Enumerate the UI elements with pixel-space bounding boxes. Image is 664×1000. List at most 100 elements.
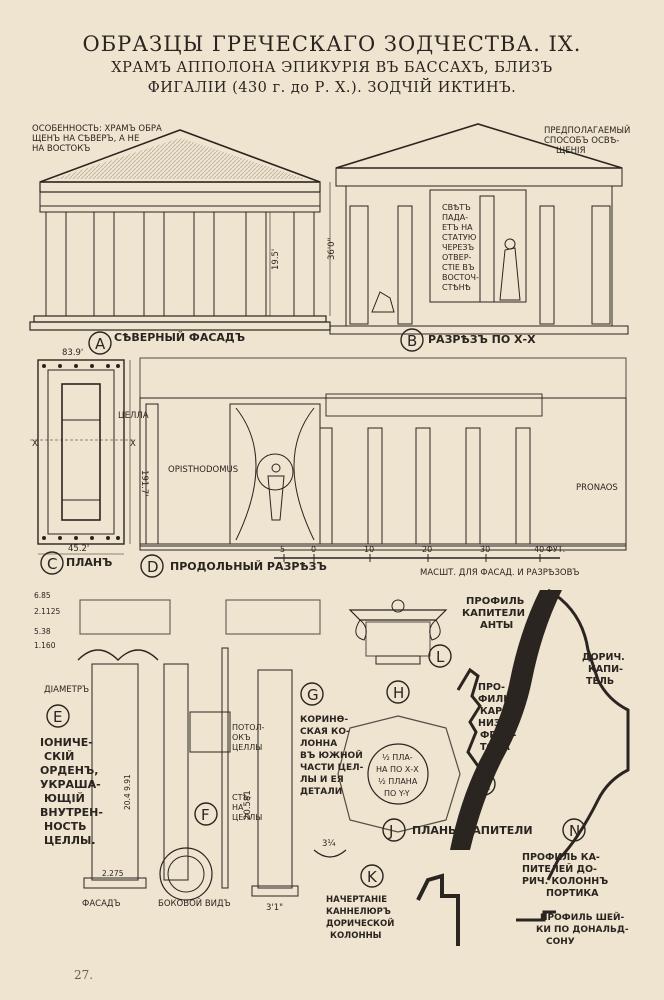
north-facade-caption: СѢВЕРНЫЙ ФАСАДЪ	[114, 331, 245, 344]
marker-k	[360, 864, 384, 888]
marker-a-letter: A	[95, 335, 106, 353]
svg-text:5.38: 5.38	[34, 627, 51, 636]
opisthodomus-label: OPISTHODOMUS	[168, 465, 238, 475]
svg-text:2.275: 2.275	[102, 869, 124, 878]
temple-plan-drawing	[30, 359, 134, 555]
marker-l-letter: L	[436, 648, 445, 666]
svg-text:СТѢ-: СТѢ-	[232, 793, 252, 802]
svg-text:ТЕЛЬ: ТЕЛЬ	[586, 676, 614, 687]
plan-dim-side: 191.7'	[139, 470, 149, 497]
flute-caption: НАЧЕРТАНІЕ КАННЕЛЮРЪ ДОРИЧЕСКОЙ КОЛОННЫ	[326, 895, 394, 941]
svg-text:КАПИ-: КАПИ-	[588, 664, 623, 675]
marker-d	[140, 554, 164, 578]
flute-dim: 3¼	[322, 839, 336, 849]
page-number: 27.	[74, 968, 94, 982]
svg-text:СТѢНѢ: СТѢНѢ	[442, 283, 471, 292]
marker-m	[472, 772, 496, 796]
svg-text:½ ПЛА-: ½ ПЛА-	[382, 753, 413, 762]
diameter-label: ДІАМЕТРЪ	[44, 685, 89, 695]
svg-text:НАЧЕРТАНІЕ: НАЧЕРТАНІЕ	[326, 895, 387, 905]
scale-note: МАСШТ. ДЛЯ ФАСАД. И РАЗРѢЗОВЪ	[420, 568, 580, 578]
svg-text:ВНУТРЕН-: ВНУТРЕН-	[40, 806, 103, 819]
facade-column-dim: 19.5'	[271, 249, 281, 270]
svg-text:ЦЕЛЛЫ.: ЦЕЛЛЫ.	[44, 834, 96, 847]
lighting-note-2: СПОСОБЪ ОСВѢ-	[544, 136, 619, 146]
marker-g-letter: G	[307, 686, 319, 704]
svg-text:СОНУ: СОНУ	[546, 937, 575, 947]
svg-text:ПОРТИКА: ПОРТИКА	[546, 888, 599, 899]
scale-tick-10: 10	[364, 545, 374, 554]
scale-tick-40: 40	[534, 545, 544, 554]
marker-e	[46, 704, 70, 728]
ionic-order-caption: ІОНИЧЕ- СКІЙ ОРДЕНЪ, УКРАША- ЮЩІЙ ВНУТРЕ…	[40, 736, 103, 847]
light-text-block: СВѢТЪ ПАДА- ЕТЪ НА СТАТУЮ ЧЕРЕЗЪ ОТВЕР- …	[442, 203, 479, 292]
section-xx-drawing	[329, 123, 629, 335]
capital-plans-inner: ½ ПЛА- НА ПО Х-Х ½ ПЛАНА ПО Y-Y	[376, 753, 419, 798]
svg-text:СКАЯ КО-: СКАЯ КО-	[300, 727, 350, 737]
svg-text:ОРДЕНЪ,: ОРДЕНЪ,	[40, 764, 98, 777]
svg-text:ФРОН-: ФРОН-	[480, 730, 516, 741]
ionic-dims: 6.85 2.1125 5.38 1.160 20.4 9.91 2.275	[34, 591, 132, 878]
svg-text:ФИЛЬ: ФИЛЬ	[478, 694, 511, 705]
pronaos-label: PRONAOS	[576, 483, 618, 493]
svg-text:ІОНИЧЕ-: ІОНИЧЕ-	[40, 736, 93, 749]
svg-text:ВОСТОЧ-: ВОСТОЧ-	[442, 273, 479, 282]
facade-view-label: ФАСАДЪ	[82, 899, 121, 909]
svg-text:2.1125: 2.1125	[34, 607, 60, 616]
svg-text:ЛЫ И ЕЯ: ЛЫ И ЕЯ	[300, 775, 344, 785]
side-view-label: БОКОВОЙ ВИДЪ	[158, 897, 231, 909]
marker-b-letter: B	[407, 332, 417, 350]
longitudinal-section-caption: ПРОДОЛЬНЫЙ РАЗРѢЗЪ	[170, 560, 327, 573]
facade-height-dim: 36'0"	[327, 237, 337, 260]
marker-d-letter: D	[147, 558, 159, 576]
marker-h-letter: H	[393, 684, 404, 702]
svg-text:НОСТЬ: НОСТЬ	[44, 820, 87, 833]
svg-text:ЧЕРЕЗЪ: ЧЕРЕЗЪ	[442, 243, 475, 252]
lighting-note-1: ПРЕДПОЛАГАЕМЫЙ	[544, 124, 630, 136]
plan-caption: ПЛАНЪ	[66, 556, 112, 569]
svg-text:½ ПЛАНА: ½ ПЛАНА	[378, 777, 418, 786]
svg-text:6.85: 6.85	[34, 591, 51, 600]
svg-text:ЦЕЛЛЫ: ЦЕЛЛЫ	[232, 743, 262, 752]
marker-f	[194, 802, 218, 826]
svg-text:ПРО-: ПРО-	[478, 682, 505, 693]
facade-note-1: ОСОБЕННОСТЬ: ХРАМЪ ОБРА	[32, 124, 162, 134]
svg-text:ПРОФИЛЬ ШЕЙ-: ПРОФИЛЬ ШЕЙ-	[540, 911, 625, 923]
marker-m-letter: M	[478, 776, 491, 794]
marker-e-letter: E	[53, 708, 62, 726]
page-subtitle-line2: ФИГАЛІИ (430 г. до Р. Х.). ЗОДЧІЙ ИКТИНЪ…	[147, 80, 517, 96]
doric-portico-caption: ПРОФИЛЬ КА- ПИТЕЛЕЙ ДО- РИЧ. КОЛОННЪ ПОР…	[522, 852, 608, 899]
scale-tick-0: 0	[311, 545, 316, 554]
scale-tick-5: 5	[280, 545, 285, 554]
svg-text:СТІЕ ВЪ: СТІЕ ВЪ	[442, 263, 475, 272]
corinthian-caption: КОРИНѲ- СКАЯ КО- ЛОННА ВЪ ЮЖНОЙ ЧАСТИ ЦЕ…	[300, 715, 364, 797]
plan-axis-right: X	[130, 439, 136, 449]
svg-text:НА ПО Х-Х: НА ПО Х-Х	[376, 765, 419, 774]
marker-n-letter: N	[569, 822, 580, 840]
svg-text:РИЧ. КОЛОННЪ: РИЧ. КОЛОННЪ	[522, 876, 608, 887]
scale-tick-20: 20	[422, 545, 432, 554]
svg-text:ТОНА: ТОНА	[480, 742, 511, 753]
profiles-drawing	[416, 588, 630, 946]
svg-text:СТАТУЮ: СТАТУЮ	[442, 233, 477, 242]
marker-c-letter: C	[47, 555, 57, 573]
marker-b	[400, 328, 424, 352]
svg-text:ОТВЕР-: ОТВЕР-	[442, 253, 472, 262]
svg-text:ЛОННА: ЛОННА	[300, 739, 337, 749]
corinthian-dim: 20.581	[243, 790, 253, 820]
pediment-cornice-caption: ПРО- ФИЛЬ КАР- НИЗА ФРОН- ТОНА	[478, 682, 516, 753]
svg-text:КОРИНѲ-: КОРИНѲ-	[300, 715, 348, 725]
svg-text:ПАДА-: ПАДА-	[442, 213, 468, 222]
corinthian-bottom-dim: 3'1"	[266, 903, 283, 913]
plan-axis-left: X	[32, 439, 38, 449]
svg-text:1.160: 1.160	[34, 641, 56, 650]
neck-profile-caption: ПРОФИЛЬ ШЕЙ- КИ ПО ДОНАЛЬД- СОНУ	[536, 911, 629, 947]
facade-note-3: НА ВОСТОКЪ	[32, 144, 90, 154]
ceiling-label: ПОТОЛ- ОКЪ ЦЕЛЛЫ	[232, 723, 265, 752]
marker-c	[40, 551, 64, 575]
plan-cella-label: ЦЕЛЛА	[118, 411, 149, 421]
svg-text:ПО Y-Y: ПО Y-Y	[384, 789, 410, 798]
svg-text:ЮЩІЙ: ЮЩІЙ	[44, 792, 85, 805]
svg-text:КИ ПО ДОНАЛЬД-: КИ ПО ДОНАЛЬД-	[536, 925, 629, 935]
marker-k-letter: K	[367, 868, 378, 886]
